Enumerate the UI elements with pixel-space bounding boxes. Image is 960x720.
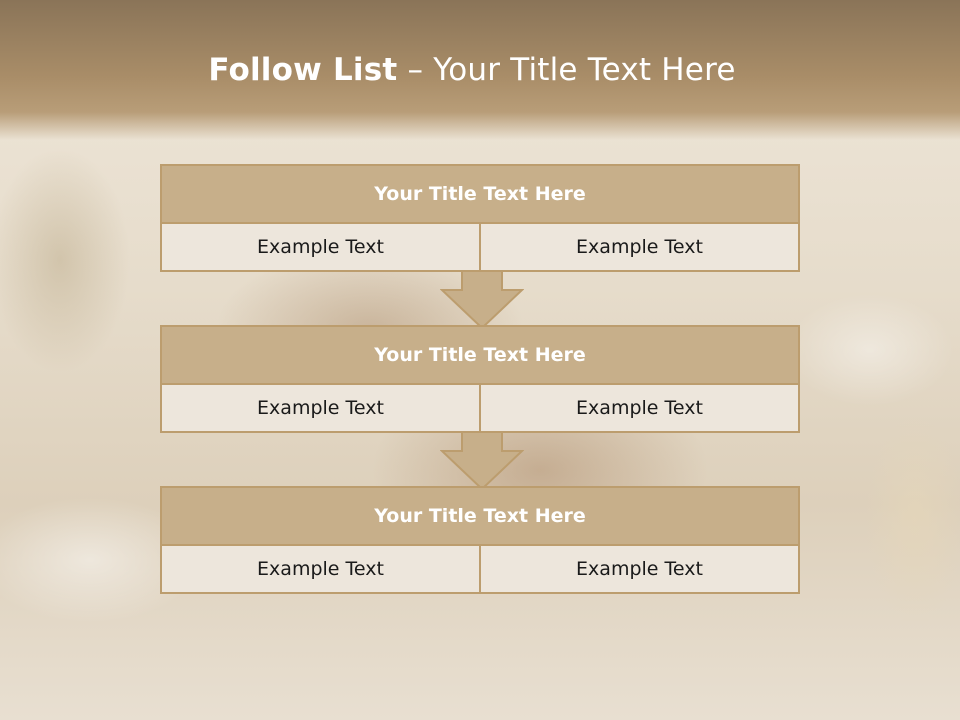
slide-title: Follow List – Your Title Text Here [0,52,944,88]
list-block-3: Your Title Text Here Example Text Exampl… [160,486,800,594]
block-cell-right: Example Text [481,546,798,592]
list-block-2: Your Title Text Here Example Text Exampl… [160,325,800,433]
block-row: Example Text Example Text [162,546,798,592]
title-rest: – Your Title Text Here [397,52,736,88]
down-arrow-icon [440,270,524,330]
block-cell-left: Example Text [162,385,481,431]
block-cell-right: Example Text [481,224,798,270]
header-band [0,0,960,140]
down-arrow-icon [440,431,524,491]
block-cell-left: Example Text [162,546,481,592]
block-title: Your Title Text Here [162,327,798,385]
block-cell-left: Example Text [162,224,481,270]
block-cell-right: Example Text [481,385,798,431]
block-row: Example Text Example Text [162,224,798,270]
block-title: Your Title Text Here [162,166,798,224]
title-bold: Follow List [208,52,398,88]
block-row: Example Text Example Text [162,385,798,431]
list-block-1: Your Title Text Here Example Text Exampl… [160,164,800,272]
block-title: Your Title Text Here [162,488,798,546]
